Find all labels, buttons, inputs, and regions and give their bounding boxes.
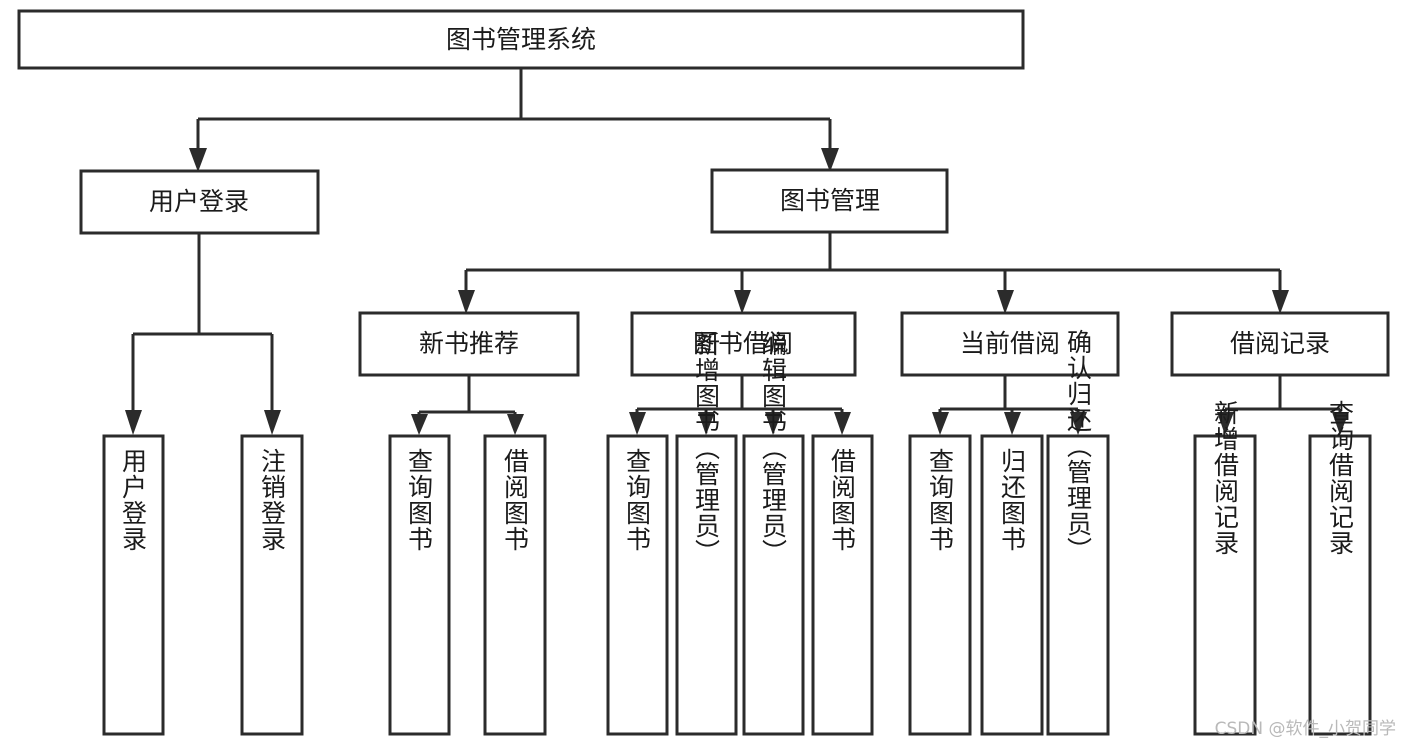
node-user-login-box[interactable] bbox=[79, 169, 320, 235]
leaf-current-borrow-confirm-label: 确认归还（管理员） bbox=[1064, 329, 1093, 563]
leaf-book-borrow-borrow-box[interactable] bbox=[811, 434, 874, 736]
node-book-manage-box[interactable] bbox=[710, 168, 949, 234]
node-book-borrow-label: 图书借阅 bbox=[693, 329, 793, 358]
arrow-head-user-login bbox=[189, 148, 207, 172]
leaf-new-book-query[interactable]: 查询图书 bbox=[388, 434, 451, 736]
arrow-head-nb-leaf-1 bbox=[411, 414, 428, 435]
leaf-book-borrow-edit-label: 编辑图书（管理员） bbox=[759, 331, 788, 565]
leaf-book-borrow-borrow-label: 借阅图书 bbox=[828, 448, 857, 552]
leaf-borrow-record-query-box[interactable] bbox=[1308, 434, 1372, 736]
node-book-manage-label: 图书管理 bbox=[780, 186, 880, 215]
arrow-head-borrow-record bbox=[1272, 290, 1289, 314]
leaf-book-borrow-edit[interactable]: 编辑图书（管理员） bbox=[742, 331, 805, 736]
leaf-current-borrow-return[interactable]: 归还图书 bbox=[980, 434, 1044, 736]
leaf-current-borrow-return-label: 归还图书 bbox=[998, 448, 1027, 552]
node-book-borrow-box[interactable] bbox=[630, 311, 857, 377]
leaf-new-book-query-box[interactable] bbox=[388, 434, 451, 736]
leaf-new-book-borrow[interactable]: 借阅图书 bbox=[483, 434, 547, 736]
arrow-head-br-leaf-2 bbox=[1332, 412, 1349, 435]
node-root-label: 图书管理系统 bbox=[446, 25, 596, 54]
leaf-borrow-record-add[interactable]: 新增借阅记录 bbox=[1193, 400, 1257, 736]
leaf-new-book-borrow-label: 借阅图书 bbox=[501, 448, 530, 552]
node-book-manage[interactable]: 图书管理 bbox=[710, 168, 949, 234]
leaf-user-login-login-box[interactable] bbox=[102, 434, 165, 736]
arrow-head-bb-leaf-1 bbox=[629, 412, 646, 435]
arrow-head-cb-leaf-2 bbox=[1004, 412, 1021, 435]
leaf-current-borrow-confirm-box[interactable] bbox=[1046, 434, 1110, 736]
leaf-current-borrow-confirm[interactable]: 确认归还（管理员） bbox=[1046, 329, 1110, 736]
leaf-new-book-borrow-box[interactable] bbox=[483, 434, 547, 736]
leaf-user-login-login[interactable]: 用户登录 bbox=[102, 434, 165, 736]
leaf-new-book-query-label: 查询图书 bbox=[405, 448, 434, 552]
leaf-book-borrow-add-box[interactable] bbox=[675, 434, 738, 736]
leaf-user-login-logout-label: 注销登录 bbox=[258, 448, 287, 552]
node-user-login[interactable]: 用户登录 bbox=[79, 169, 320, 235]
node-root-system[interactable]: 图书管理系统 bbox=[17, 9, 1025, 70]
arrow-head-book-manage bbox=[821, 148, 839, 172]
leaf-borrow-record-query[interactable]: 查询借阅记录 bbox=[1308, 400, 1372, 736]
leaf-book-borrow-borrow[interactable]: 借阅图书 bbox=[811, 434, 874, 736]
leaf-current-borrow-return-box[interactable] bbox=[980, 434, 1044, 736]
leaf-user-login-logout[interactable]: 注销登录 bbox=[240, 434, 304, 736]
arrow-head-bb-leaf-2 bbox=[698, 412, 715, 435]
node-borrow-record[interactable]: 借阅记录 bbox=[1170, 311, 1390, 377]
node-new-book-recommend[interactable]: 新书推荐 bbox=[358, 311, 580, 377]
leaf-borrow-record-add-box[interactable] bbox=[1193, 434, 1257, 736]
node-current-borrow-box[interactable] bbox=[900, 311, 1120, 377]
connector-layer bbox=[125, 68, 1349, 435]
leaf-current-borrow-query-box[interactable] bbox=[908, 434, 972, 736]
node-new-book-recommend-box[interactable] bbox=[358, 311, 580, 377]
leaf-current-borrow-query[interactable]: 查询图书 bbox=[908, 434, 972, 736]
arrow-head-new-book bbox=[458, 290, 475, 314]
leaf-book-borrow-query-box[interactable] bbox=[606, 434, 669, 736]
leaf-user-login-login-label: 用户登录 bbox=[119, 448, 148, 552]
arrow-head-leaf-user-login bbox=[125, 410, 142, 435]
node-root-box[interactable] bbox=[17, 9, 1025, 70]
node-current-borrow-label: 当前借阅 bbox=[960, 329, 1060, 358]
node-borrow-record-label: 借阅记录 bbox=[1230, 329, 1330, 358]
arrow-head-br-leaf-1 bbox=[1217, 412, 1234, 435]
arrow-head-cb-leaf-3 bbox=[1070, 412, 1087, 435]
node-current-borrow[interactable]: 当前借阅 bbox=[900, 311, 1120, 377]
arrow-head-book-borrow bbox=[734, 290, 751, 314]
node-user-login-label: 用户登录 bbox=[149, 187, 249, 216]
leaf-book-borrow-query-label: 查询图书 bbox=[623, 448, 652, 552]
leaf-book-borrow-query[interactable]: 查询图书 bbox=[606, 434, 669, 736]
csdn-watermark: CSDN @软件_小贺同学 bbox=[1215, 719, 1396, 739]
leaf-borrow-record-query-label: 查询借阅记录 bbox=[1326, 400, 1355, 556]
leaf-book-borrow-edit-box[interactable] bbox=[742, 434, 805, 736]
arrow-head-leaf-logout bbox=[264, 410, 281, 435]
arrow-head-bb-leaf-3 bbox=[765, 412, 782, 435]
node-borrow-record-box[interactable] bbox=[1170, 311, 1390, 377]
node-book-borrow[interactable]: 图书借阅 bbox=[630, 311, 857, 377]
leaf-borrow-record-add-label: 新增借阅记录 bbox=[1211, 400, 1240, 556]
arrow-head-current-borrow bbox=[997, 290, 1014, 314]
node-new-book-recommend-label: 新书推荐 bbox=[419, 329, 519, 358]
leaf-book-borrow-add[interactable]: 新增图书（管理员） bbox=[675, 331, 738, 736]
leaf-user-login-logout-box[interactable] bbox=[240, 434, 304, 736]
arrow-head-bb-leaf-4 bbox=[834, 412, 851, 435]
arrow-head-nb-leaf-2 bbox=[507, 414, 524, 435]
leaf-current-borrow-query-label: 查询图书 bbox=[926, 448, 955, 552]
arrow-head-cb-leaf-1 bbox=[932, 412, 949, 435]
leaf-book-borrow-add-label: 新增图书（管理员） bbox=[692, 331, 721, 565]
